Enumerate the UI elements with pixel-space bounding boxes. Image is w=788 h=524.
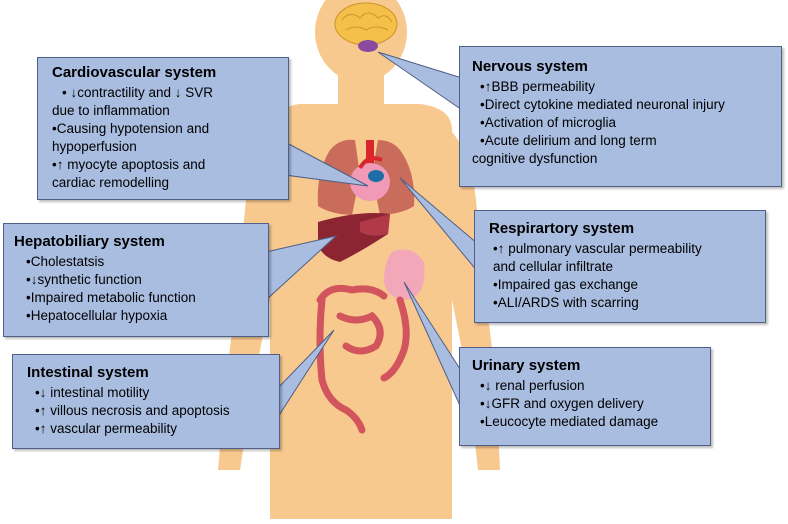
list-item: •Hepatocellular hypoxia: [26, 308, 168, 323]
respiratory-list: •↑ pulmonary vascular permeability and c…: [489, 240, 757, 312]
heart-icon: [350, 140, 390, 201]
nervous-system-box: Nervous system •↑BBB permeability •Direc…: [459, 46, 782, 187]
list-item: •Impaired metabolic function: [26, 290, 196, 305]
list-item: •↑ myocyte apoptosis and: [52, 157, 206, 172]
list-item: cognitive dysfunction: [472, 151, 598, 166]
nervous-connector: [377, 51, 463, 111]
list-item: •↓ renal perfusion: [480, 378, 585, 393]
liver-icon: [318, 213, 390, 262]
list-item: •Acute delirium and long term: [480, 133, 657, 148]
list-item: cardiac remodelling: [52, 175, 170, 190]
hepatobiliary-list: •Cholestatsis •↓synthetic function •Impa…: [14, 253, 260, 325]
list-item: •Cholestatsis: [26, 254, 105, 269]
list-item: •↑ pulmonary vascular permeability: [493, 241, 702, 256]
list-item: •↑ vascular permeability: [35, 421, 178, 436]
list-item: •↑ villous necrosis and apoptosis: [35, 403, 230, 418]
list-item: and cellular infiltrate: [493, 259, 614, 274]
urinary-list: •↓ renal perfusion •↓GFR and oxygen deli…: [472, 377, 702, 431]
respiratory-system-box: Respirartory system •↑ pulmonary vascula…: [474, 210, 766, 323]
list-item: •↑BBB permeability: [480, 79, 596, 94]
list-item: •Causing hypotension and: [52, 121, 210, 136]
list-item: •Direct cytokine mediated neuronal injur…: [480, 97, 725, 112]
nervous-list: •↑BBB permeability •Direct cytokine medi…: [472, 78, 773, 168]
respiratory-title: Respirartory system: [489, 220, 635, 237]
list-item: • ↓contractility and ↓ SVR: [62, 85, 214, 100]
connectors: [265, 51, 479, 422]
intestinal-system-box: Intestinal system •↓ intestinal motility…: [12, 354, 280, 449]
list-item: •Leucocyte mediated damage: [480, 414, 659, 429]
list-item: •↓GFR and oxygen delivery: [480, 396, 644, 411]
hepatobiliary-title: Hepatobiliary system: [14, 233, 165, 250]
cardiovascular-title: Cardiovascular system: [52, 64, 217, 81]
brain-icon: [334, 2, 398, 52]
list-item: hypoperfusion: [52, 139, 137, 154]
list-item: •↓ intestinal motility: [35, 385, 150, 400]
urinary-title: Urinary system: [472, 357, 581, 374]
cardiovascular-system-box: Cardiovascular system • ↓contractility a…: [37, 57, 289, 200]
cardiovascular-list: • ↓contractility and ↓ SVR due to inflam…: [52, 84, 280, 192]
list-item: •ALI/ARDS with scarring: [493, 295, 639, 310]
intestinal-list: •↓ intestinal motility •↑ villous necros…: [27, 384, 271, 438]
intestinal-title: Intestinal system: [27, 364, 149, 381]
urinary-system-box: Urinary system •↓ renal perfusion •↓GFR …: [459, 347, 711, 446]
stomach-icon: [384, 249, 425, 300]
intestines-icon: [316, 284, 410, 434]
list-item: •Impaired gas exchange: [493, 277, 639, 292]
nervous-title: Nervous system: [472, 58, 588, 75]
list-item: due to inflammation: [52, 103, 170, 118]
list-item: •Activation of microglia: [480, 115, 617, 130]
list-item: •↓synthetic function: [26, 272, 142, 287]
hepatobiliary-system-box: Hepatobiliary system •Cholestatsis •↓syn…: [3, 223, 269, 337]
